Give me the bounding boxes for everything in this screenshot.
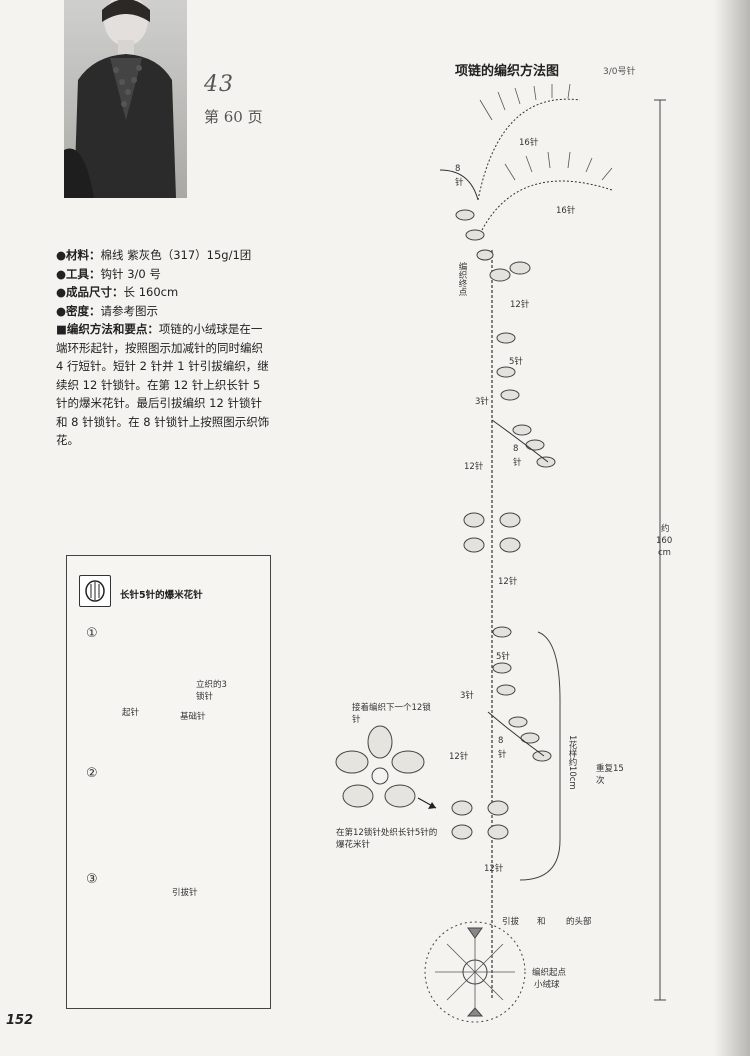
legend-lbl-slip: 引拔针 — [172, 888, 198, 898]
legend-lbl-standup: 立织的3 — [196, 680, 227, 690]
lbl-total-unit: cm — [658, 548, 671, 558]
gauge-label: ●密度： — [56, 303, 101, 318]
lbl-8-top: 8 — [455, 164, 461, 174]
pompom-chart — [424, 921, 526, 1023]
legend-lbl-chain: 起针 — [122, 708, 140, 718]
lbl-continue-note: 接着编织下一个12锁针 — [352, 703, 431, 725]
lbl-12-4: 12针 — [449, 752, 469, 762]
lbl-8-low-unit: 针 — [498, 750, 507, 760]
gauge-line: ●密度：请参考图示 — [56, 302, 272, 321]
method-label: ■编织方法和要点： — [56, 322, 159, 336]
lbl-5-1: 5针 — [509, 357, 523, 367]
tools-label: ●工具： — [56, 266, 101, 281]
lbl-total-about: 约 — [661, 524, 670, 534]
legend-box — [66, 555, 271, 1009]
legend-step-2: ② — [86, 766, 98, 781]
flower-detail — [335, 725, 425, 808]
method-line: ■编织方法和要点：项链的小绒球是在一端环形起针，按照图示加减针的同时编织 4 行… — [56, 320, 272, 450]
lbl-8-low: 8 — [498, 736, 504, 746]
legend-lbl-standup2: 锁针 — [196, 692, 214, 702]
gauge-value: 请参考图示 — [100, 303, 159, 318]
size-line: ●成品尺寸：长 160cm — [56, 283, 272, 302]
upper-frond-tail — [439, 169, 479, 201]
lbl-12-5: 12针 — [484, 864, 504, 874]
lbl-slip-a: 引拔 — [502, 917, 520, 927]
lbl-16-b: 16针 — [556, 206, 576, 216]
page-gutter-shadow — [714, 0, 750, 1056]
lbl-total-value: 160 — [656, 536, 673, 546]
lbl-slip-c: 的头部 — [566, 917, 592, 927]
materials-value: 棉线 紫灰色（317）15g/1团 — [100, 248, 252, 262]
model-photo — [64, 0, 187, 198]
lbl-12-3: 12针 — [498, 577, 518, 587]
lbl-pompom: 小绒球 — [534, 980, 560, 990]
project-number: 43 — [204, 72, 234, 97]
lbl-start: 编织起点 — [532, 968, 567, 978]
lbl-12-2: 12针 — [464, 462, 484, 472]
materials-label: ●材料： — [56, 248, 101, 262]
legend-lbl-base: 基础针 — [180, 712, 206, 722]
lbl-16-a: 16针 — [519, 138, 539, 148]
size-label: ●成品尺寸： — [56, 285, 124, 299]
upper-frond-1 — [477, 98, 581, 201]
project-page-ref: 第 60 页 — [204, 108, 263, 126]
hook-size: 3/0号针 — [603, 67, 636, 77]
lbl-3-1: 3针 — [475, 397, 489, 407]
lbl-5-2: 5针 — [496, 652, 510, 662]
lbl-repeat-flower: 1花样约10cm — [567, 735, 577, 790]
instructions-block: ●材料：棉线 紫灰色（317）15g/1团 ●工具：钩针 3/0 号 ●成品尺寸… — [56, 246, 272, 450]
method-value: 项链的小绒球是在一端环形起针，按照图示加减针的同时编织 4 行短针。短针 2 针… — [56, 322, 270, 447]
diagram-title: 项链的编织方法图 — [455, 64, 560, 79]
lbl-8-mid-unit: 针 — [513, 458, 522, 468]
lbl-repeat-times: 重复15次 — [596, 764, 624, 786]
legend-step-1: ① — [86, 626, 98, 641]
size-value: 长 160cm — [123, 285, 179, 299]
tools-line: ●工具：钩针 3/0 号 — [56, 265, 272, 284]
lbl-slip-b: 和 — [537, 917, 546, 927]
lbl-8-top-unit: 针 — [455, 178, 464, 188]
lbl-12-1: 12针 — [510, 300, 530, 310]
lbl-3-2: 3针 — [460, 691, 474, 701]
lbl-popcorn-note: 在第12锁针处织长针5针的爆花米针 — [336, 828, 438, 850]
page-number: 152 — [6, 1013, 34, 1028]
lbl-8-mid: 8 — [513, 444, 519, 454]
popcorn-stitch-icon — [79, 575, 111, 607]
upper-frond-2 — [481, 180, 613, 231]
legend-title: 长针5针的爆米花针 — [120, 590, 203, 601]
legend-step-3: ③ — [86, 872, 98, 887]
lbl-finish: 编织终点 — [457, 262, 467, 296]
tools-value: 钩针 3/0 号 — [100, 266, 161, 281]
materials-line: ●材料：棉线 紫灰色（317）15g/1团 — [56, 246, 272, 265]
